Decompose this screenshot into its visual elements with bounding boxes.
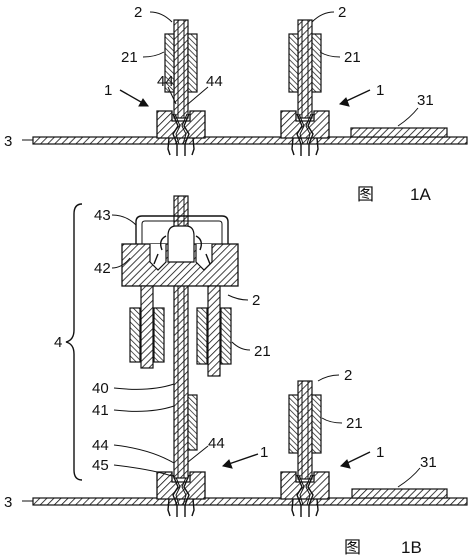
label-43-1b: 43 (94, 207, 111, 224)
label-45-1b: 45 (92, 457, 109, 474)
tool-frame-43 (135, 215, 229, 246)
label-2-upper-1b: 2 (252, 292, 260, 309)
label-1-right-1a: 1 (376, 82, 384, 99)
caption-num-1b: 1B (401, 538, 422, 557)
label-21-upper-1b: 21 (254, 343, 271, 360)
label-44-left-1b: 44 (92, 437, 109, 454)
label-31-1b: 31 (420, 454, 437, 471)
label-44-right-1b: 44 (208, 435, 225, 452)
caption-char-1b: 图 (344, 538, 361, 557)
label-2-right-1b: 2 (344, 367, 352, 384)
label-4-1b: 4 (54, 334, 62, 351)
label-3-1a: 3 (4, 133, 12, 150)
label-2-left-1a: 2 (134, 4, 142, 21)
brace-4 (65, 203, 83, 481)
label-31-1a: 31 (417, 92, 434, 109)
label-44-left-1a: 44 (157, 73, 174, 90)
label-21-right-1b: 21 (346, 415, 363, 432)
label-1-right-1b: 1 (376, 444, 384, 461)
pin-2-upper-left (140, 285, 154, 369)
figure-1a: 2 2 21 21 1 1 44 44 31 3 图 1A (4, 4, 468, 204)
label-1-left-1a: 1 (104, 82, 112, 99)
board-3a (32, 136, 468, 145)
label-42-1b: 42 (94, 260, 111, 277)
sleeve-41 (187, 394, 198, 451)
label-21-left-1a: 21 (121, 49, 138, 66)
connector-1a-right (280, 19, 330, 157)
label-3-1b: 3 (4, 494, 12, 511)
label-21-right-1a: 21 (344, 49, 361, 66)
label-2-right-1a: 2 (338, 4, 346, 21)
caption-num-1a: 1A (410, 185, 431, 204)
component-31a (350, 127, 448, 138)
figure-1b: 43 42 2 21 4 40 41 44 44 45 1 1 2 21 31 … (4, 195, 468, 557)
label-44-right-1a: 44 (206, 73, 223, 90)
board-3b (32, 497, 468, 506)
connector-1b-left (156, 471, 206, 518)
pin-2-upper-right (207, 285, 221, 377)
label-40-1b: 40 (92, 380, 109, 397)
label-41-1b: 41 (92, 402, 109, 419)
caption-char-1a: 图 (357, 185, 374, 204)
connector-1b-right (280, 380, 330, 518)
component-31b (351, 488, 448, 499)
label-1-left-1b: 1 (260, 444, 268, 461)
